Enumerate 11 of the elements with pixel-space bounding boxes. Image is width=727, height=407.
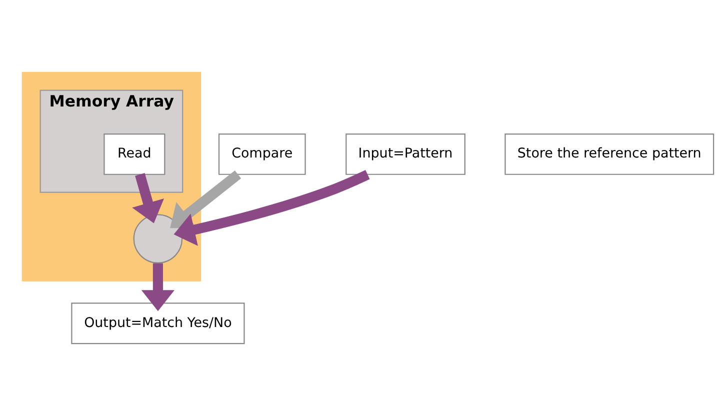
arrow <box>141 263 175 312</box>
arrow <box>132 173 164 224</box>
node-box: Input=Pattern <box>346 134 466 175</box>
node-box: Compare <box>218 134 306 175</box>
cluster <box>22 72 202 282</box>
arrow <box>170 170 242 228</box>
node-box: Output=Match Yes/No <box>71 302 245 344</box>
node-box: Read <box>104 134 166 175</box>
node-box: Store the reference pattern <box>504 134 714 175</box>
arrow <box>174 170 370 246</box>
node-circle <box>133 214 183 264</box>
